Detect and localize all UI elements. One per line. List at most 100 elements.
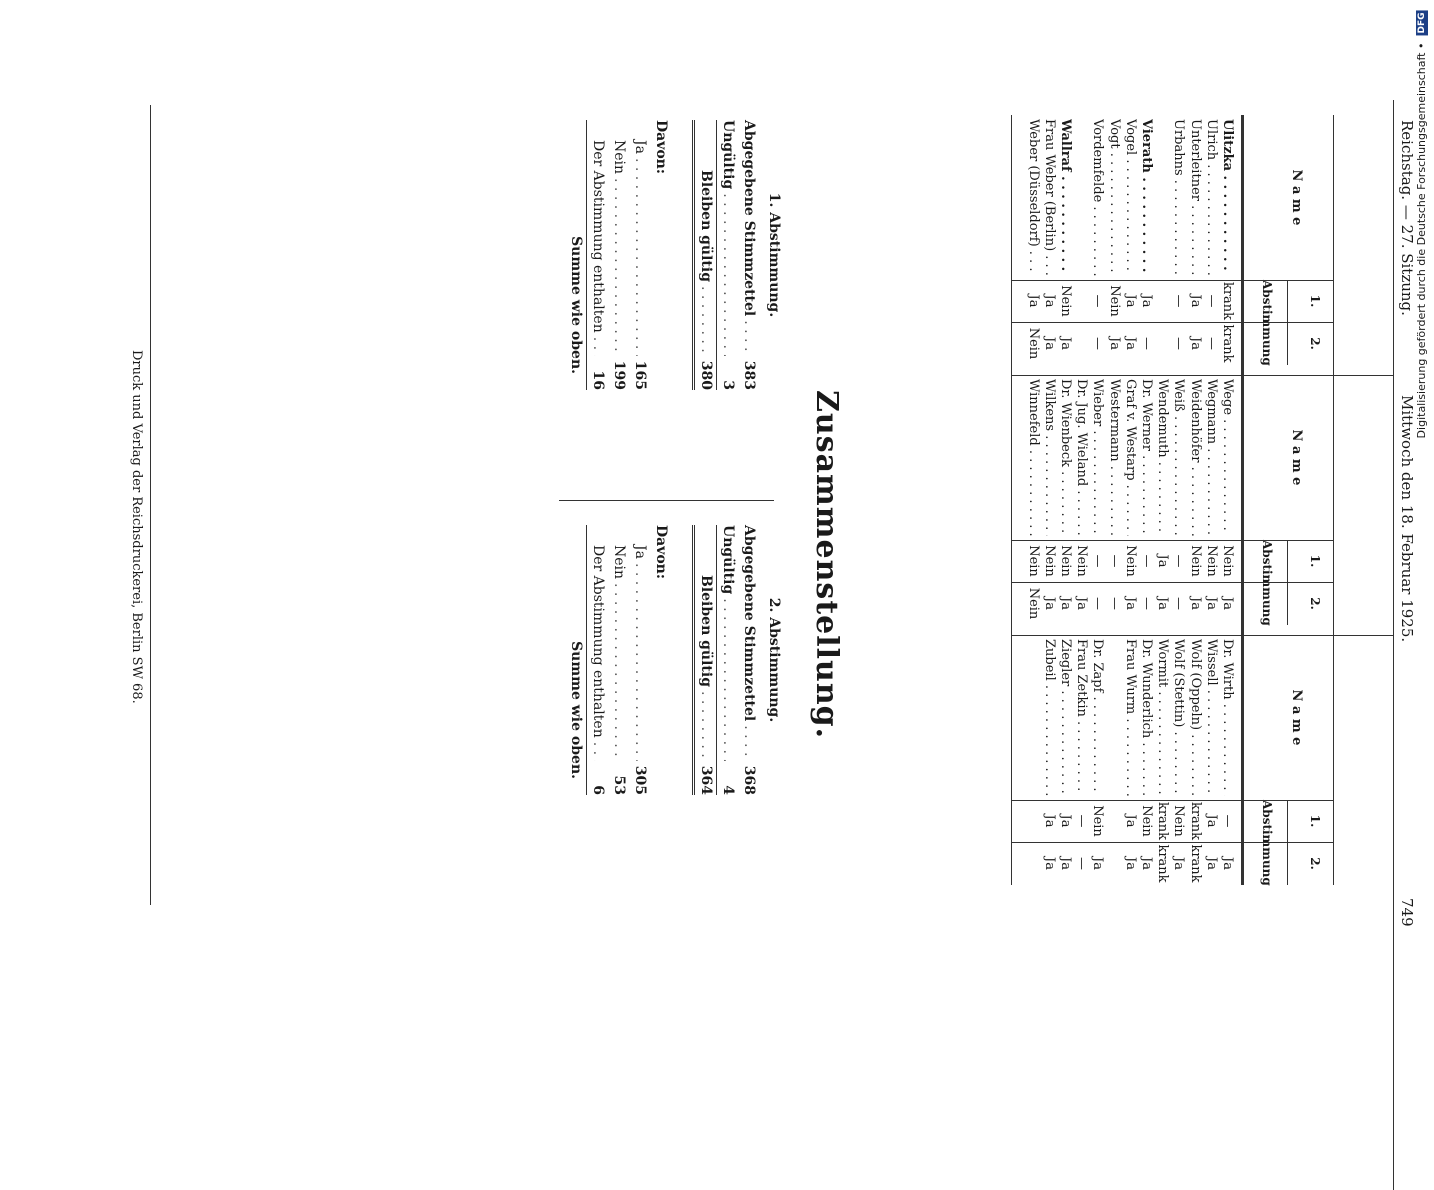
member-name: Wissell . . . . . . . . . . . . . . . <box>1203 639 1219 796</box>
column-header-2: 2. <box>1308 857 1322 870</box>
summary-label: Nein <box>611 545 627 580</box>
member-name: Wege . . . . . . . . . . . . . . . <box>1220 379 1235 536</box>
summary-value: 6 <box>590 785 606 795</box>
summary-divider <box>559 500 774 501</box>
leader-dots: . . . . . . . . . . . . . . . . . . . . … <box>720 193 736 356</box>
summary-summe: Summe wie oben. <box>568 641 584 779</box>
vote-2: — <box>1090 597 1106 610</box>
footer-imprint: Druck und Verlag der Reichsdruckerei, Be… <box>129 350 144 704</box>
spacer <box>671 120 692 390</box>
summary-label: Abgegebene Stimmzettel <box>741 525 757 722</box>
member-name: Dr. Werner . . . . . . . . . . . . . . . <box>1139 379 1154 536</box>
leader-dots: . . . . . . . . . . . . . . . . . . . . … <box>587 337 608 356</box>
summary-label: Ja <box>632 140 648 154</box>
vote-1: Ja <box>1058 814 1073 828</box>
column-header-name: N a m e <box>1289 689 1304 746</box>
vote-2: Ja <box>1122 857 1138 870</box>
vote-1: Ja <box>1041 294 1057 308</box>
vote-1: — <box>1220 814 1235 828</box>
summary-vote-2: 2. Abstimmung. Abgegebene Stimmzettel . .… <box>565 525 784 795</box>
summary-line: Nein . . . . . . . . . . . . . . . . . .… <box>608 525 629 795</box>
member-name: Wolf (Stettin) . . . . . . . . . . . . .… <box>1171 639 1187 796</box>
column-header-1: 1. <box>1308 294 1322 308</box>
vote-1: — <box>1090 294 1106 308</box>
leader-dots: . . . . . . . . . . . . . . . . . . . . … <box>632 562 648 761</box>
member-name: Weidenhöfer . . . . . . . . . . . . . . … <box>1187 379 1203 536</box>
vote-2: Ja <box>1041 337 1057 350</box>
summary-value: 3 <box>720 380 736 390</box>
leader-dots: . . . . . . . . . . . . . . . . . . . . … <box>738 320 759 356</box>
vote-2: Ja <box>1187 597 1203 610</box>
vote-2: Ja <box>1106 337 1122 350</box>
summary-value: 4 <box>720 785 736 795</box>
member-name: Unterleitner . . . . . . . . . . . . . .… <box>1187 119 1203 276</box>
vote-2: Ja <box>1220 857 1235 870</box>
summary-line: Bleiben gültig . . . . . . . . . . . . .… <box>692 525 716 795</box>
summary-line: Ja . . . . . . . . . . . . . . . . . . .… <box>629 120 650 390</box>
summary-line: Abgegebene Stimmzettel . . . . . . . . .… <box>738 525 759 795</box>
table-header-rule <box>1241 115 1244 885</box>
summary-label: Bleiben gültig <box>698 575 714 687</box>
summary-davon: Davon: <box>653 120 669 175</box>
block-divider <box>1012 375 1394 376</box>
member-name: Wolf (Oppeln) . . . . . . . . . . . . . … <box>1187 639 1203 796</box>
vote-1: Nein <box>1058 285 1073 317</box>
member-name: Westermann . . . . . . . . . . . . . . . <box>1106 379 1122 536</box>
member-name: Wormit . . . . . . . . . . . . . . . <box>1155 639 1171 796</box>
vote-1: Nein <box>1025 545 1041 577</box>
column-header-name: N a m e <box>1289 429 1304 486</box>
summary-line: Abgegebene Stimmzettel . . . . . . . . .… <box>738 120 759 390</box>
vote-1: Ja <box>1187 294 1203 308</box>
vote-2: Ja <box>1122 597 1138 610</box>
vote-2: Ja <box>1090 857 1106 870</box>
vote-2: Ja <box>1187 337 1203 350</box>
vote-1: Nein <box>1041 545 1057 577</box>
member-name: Ziegler . . . . . . . . . . . . . . . <box>1058 639 1073 796</box>
vote-1: — <box>1139 554 1154 568</box>
spacer <box>671 525 692 795</box>
vote-2: Ja <box>1171 857 1187 870</box>
summary-value: 165 <box>632 360 648 390</box>
member-name: Dr. Wunderlich . . . . . . . . . . . . .… <box>1139 639 1154 796</box>
vote-1: — <box>1171 554 1187 568</box>
vote-1: Ja <box>1155 554 1171 568</box>
summary-line: Nein . . . . . . . . . . . . . . . . . .… <box>608 120 629 390</box>
column-header-2: 2. <box>1308 337 1322 350</box>
vote-1: krank <box>1155 801 1171 841</box>
member-name: Dr. Wienbeck . . . . . . . . . . . . . .… <box>1058 379 1073 536</box>
column-header-2: 2. <box>1308 597 1322 610</box>
vote-2: Ja <box>1203 857 1219 870</box>
summary-value: 368 <box>741 765 757 795</box>
vote-2: — <box>1171 597 1187 610</box>
member-name: Vordemfelde . . . . . . . . . . . . . . … <box>1090 119 1106 276</box>
vote-2: Ja <box>1139 857 1154 870</box>
leader-dots: . . . . . . . . . . . . . . . . . . . . … <box>611 178 627 356</box>
member-name: Winnefeld . . . . . . . . . . . . . . . <box>1025 379 1041 536</box>
vote-1: Ja <box>1122 294 1138 308</box>
vote-1: Nein <box>1106 285 1122 317</box>
summary-heading: 2. Abstimmung. <box>766 597 782 723</box>
vote-1: Nein <box>1203 545 1219 577</box>
vote-2: — <box>1139 597 1154 610</box>
vote-2: krank <box>1220 324 1235 363</box>
member-name: Ulrich . . . . . . . . . . . . . . . <box>1203 119 1219 276</box>
header-center: Mittwoch den 18. Februar 1925. <box>1398 395 1416 643</box>
header-subrule <box>1287 280 1288 365</box>
vote-2: Nein <box>1025 327 1041 360</box>
summary-label: Der Abstimmung enthalten <box>590 140 606 333</box>
summary-value: 364 <box>698 765 714 795</box>
vote-2: Ja <box>1041 857 1057 870</box>
vote-2: Ja <box>1058 597 1073 610</box>
vote-1: Nein <box>1058 545 1073 577</box>
summary-label: Ungültig <box>720 120 736 190</box>
leader-dots: . . . . . . . . . . . . . . . . . . . . … <box>738 725 759 761</box>
member-name: Frau Wurm . . . . . . . . . . . . . . . <box>1122 639 1138 796</box>
vote-1: Ja <box>1122 814 1138 828</box>
member-name: Wilkens . . . . . . . . . . . . . . . <box>1041 379 1057 536</box>
vote-1: — <box>1074 814 1090 828</box>
member-name: Graf v. Westarp . . . . . . . . . . . . … <box>1122 379 1138 536</box>
vote-1: Ja <box>1025 294 1041 308</box>
vote-1: Nein <box>1139 805 1154 837</box>
summary-label: Abgegebene Stimmzettel <box>741 120 757 317</box>
member-name: Vierath . . . . . . . . . . . . . . . <box>1139 119 1154 276</box>
